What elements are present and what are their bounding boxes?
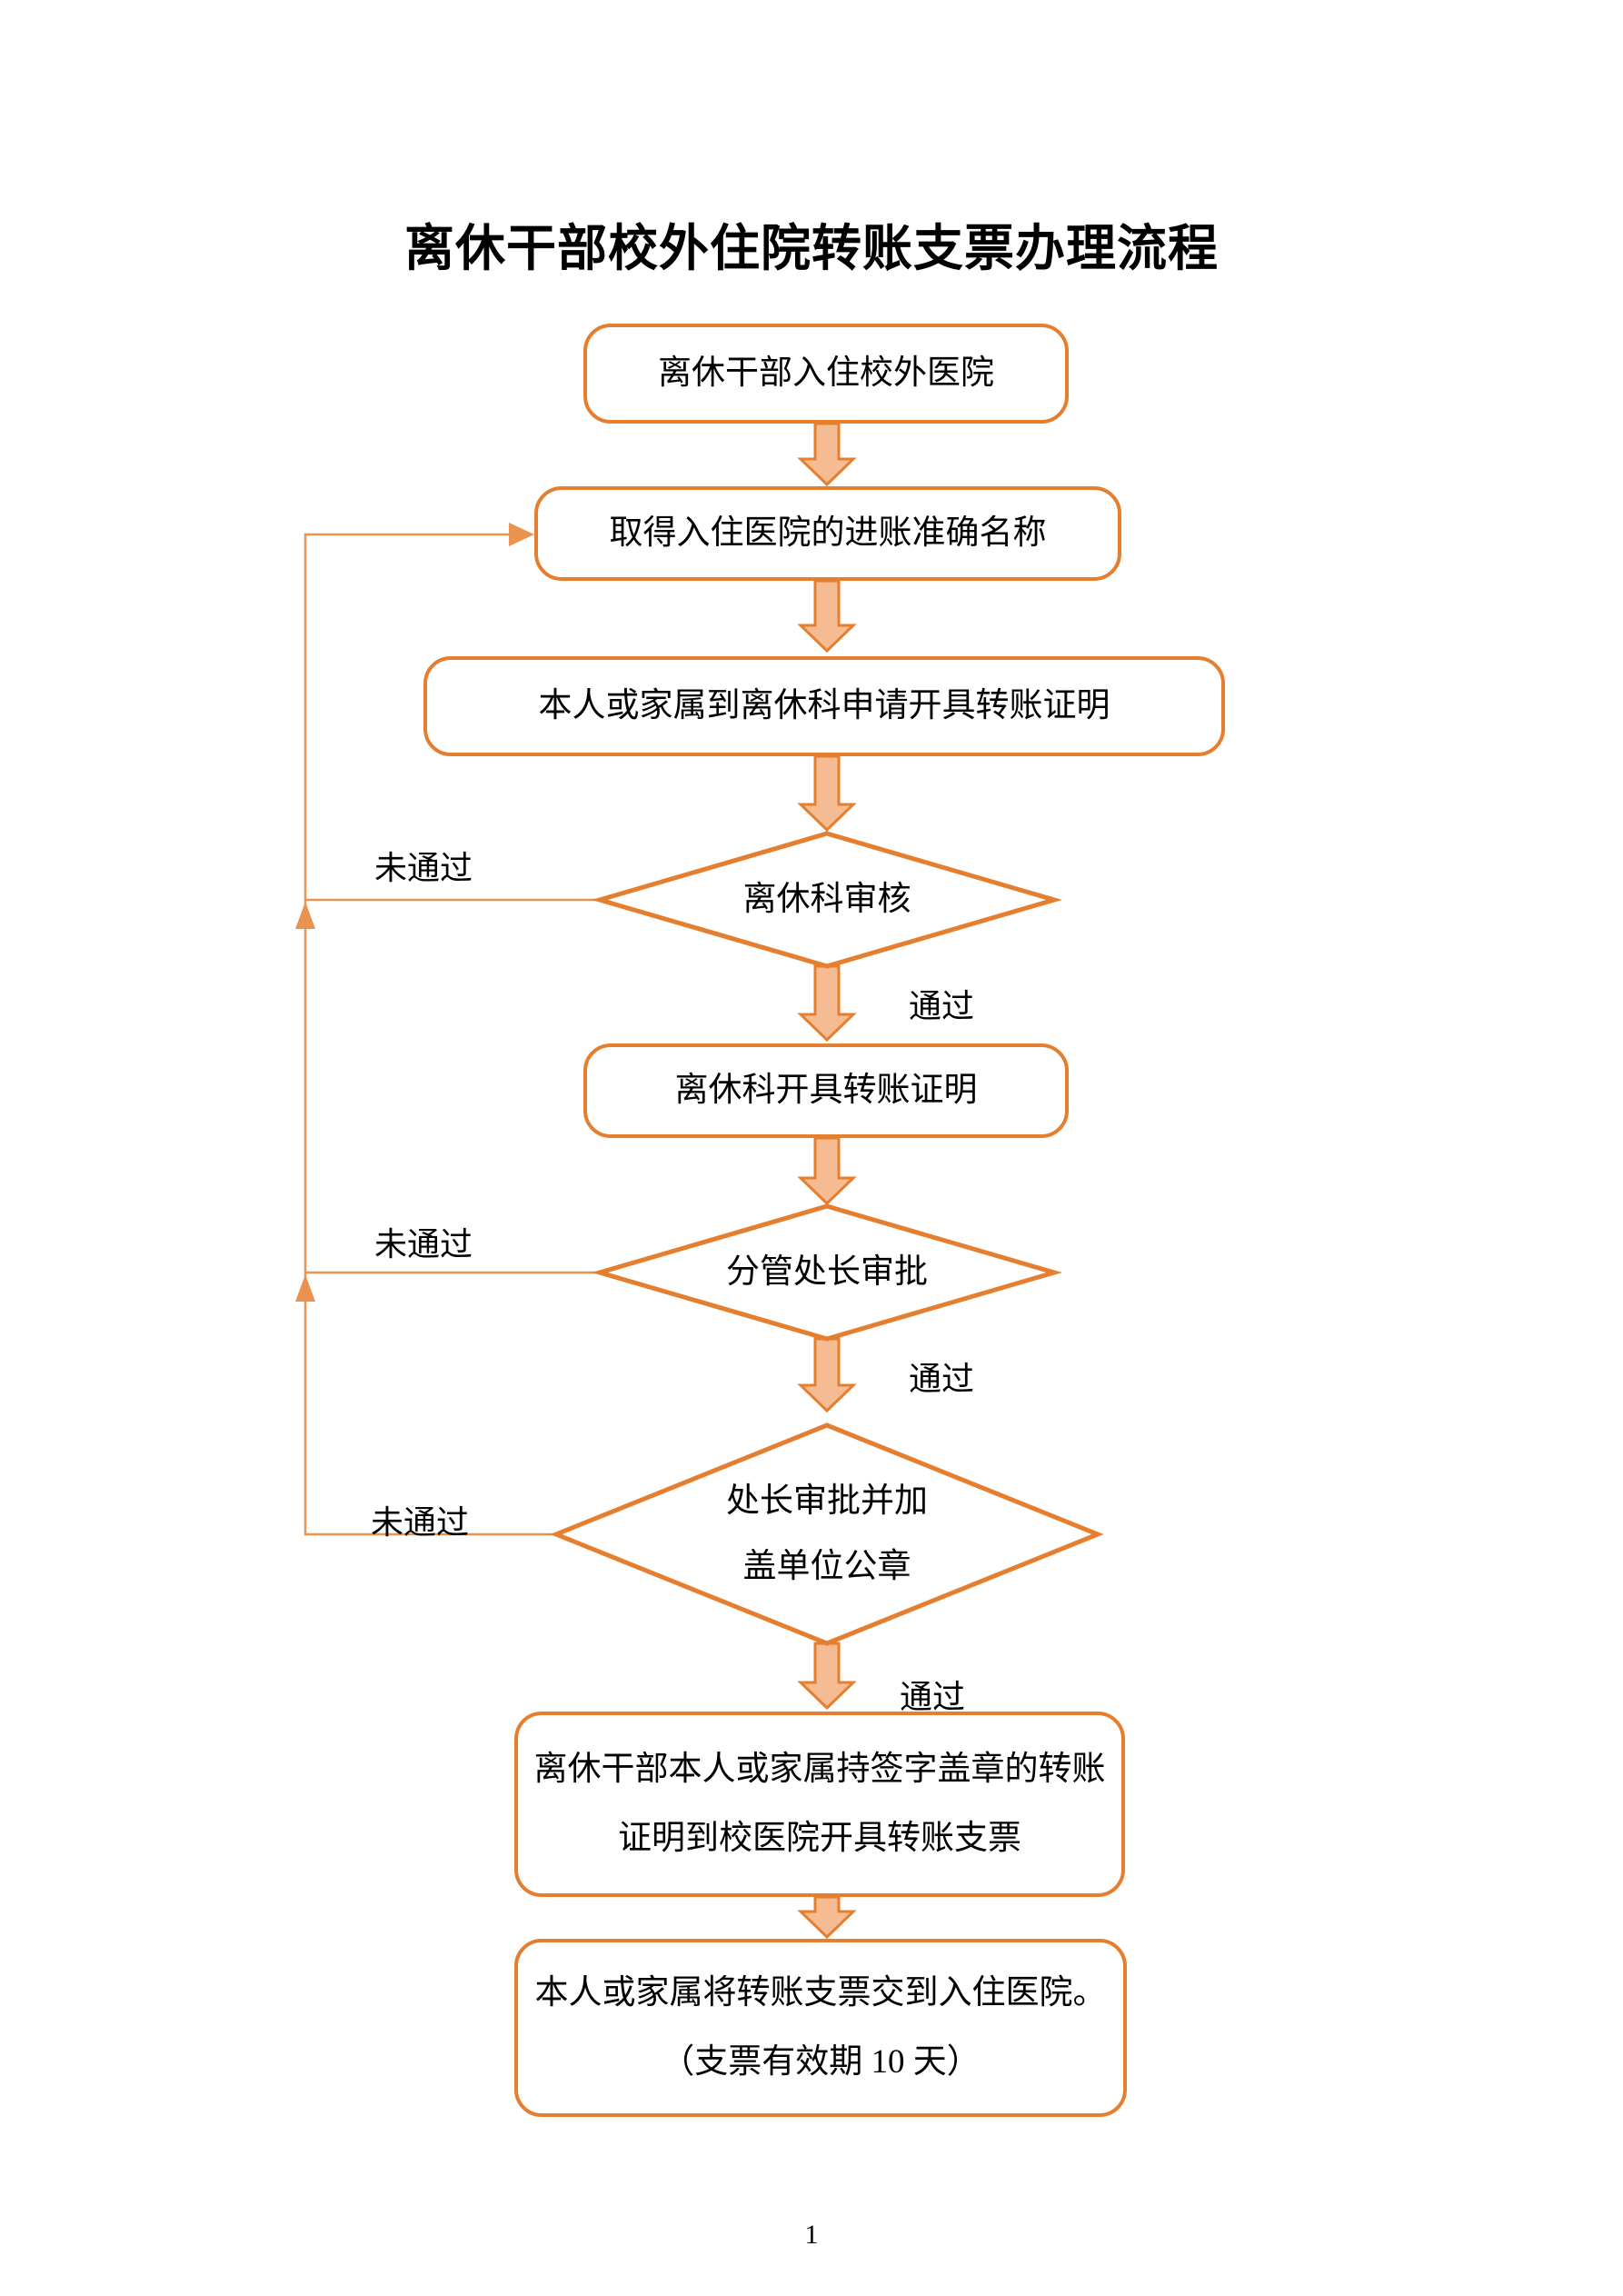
node-label-line2: （支票有效期 10 天） (661, 2043, 981, 2081)
node-label: 取得入住医院的进账准确名称 (609, 514, 1047, 552)
fail-label-3: 未通过 (371, 1504, 470, 1541)
down-arrow (797, 1895, 857, 1940)
node-label: 离休科开具转账证明 (674, 1071, 978, 1109)
down-arrow (797, 579, 857, 654)
node-apply-certificate: 本人或家属到离休科申请开具转账证明 (423, 656, 1225, 756)
node-label-line1: 离休干部本人或家属持签字盖章的转账 (533, 1751, 1106, 1788)
node-label-line2: 证明到校医院开具转账支票 (618, 1820, 1021, 1857)
down-arrow (797, 964, 857, 1043)
arrowhead-up-icon (295, 1274, 315, 1302)
node-issue-certificate: 离休科开具转账证明 (583, 1043, 1069, 1138)
down-arrow (797, 422, 857, 487)
down-arrow (797, 1136, 857, 1206)
node-admit: 离休干部入住校外医院 (583, 324, 1069, 424)
down-arrow (797, 754, 857, 833)
decision-deputy-director-shape (592, 1203, 1062, 1342)
decision-director-shape (550, 1423, 1104, 1646)
arrowhead-up-icon (295, 902, 315, 929)
node-label: 离休干部入住校外医院 (658, 354, 994, 392)
node-deliver-check: 本人或家属将转账支票交到入住医院。 （支票有效期 10 天） (514, 1939, 1127, 2117)
fail-feedback-line (304, 533, 556, 1536)
fail-label-2: 未通过 (374, 1226, 473, 1263)
down-arrow (797, 1337, 857, 1413)
arrowhead-right-icon (509, 523, 534, 546)
node-label-line1: 本人或家属将转账支票交到入住医院。 (534, 1974, 1107, 2011)
page-number: 1 (804, 2220, 819, 2250)
page-title: 离休干部校外住院转账支票办理流程 (403, 220, 1219, 276)
pass-label-3: 通过 (900, 1679, 966, 1715)
node-get-account-name: 取得入住医院的进账准确名称 (534, 486, 1121, 581)
fail-label-1: 未通过 (374, 850, 473, 886)
pass-label-1: 通过 (909, 988, 975, 1024)
pass-label-2: 通过 (909, 1361, 975, 1397)
node-label: 本人或家属到离休科申请开具转账证明 (538, 686, 1110, 724)
down-arrow (797, 1642, 857, 1711)
node-get-check: 离休干部本人或家属持签字盖章的转账 证明到校医院开具转账支票 (514, 1712, 1125, 1897)
decision-dept-review-shape (592, 831, 1062, 969)
